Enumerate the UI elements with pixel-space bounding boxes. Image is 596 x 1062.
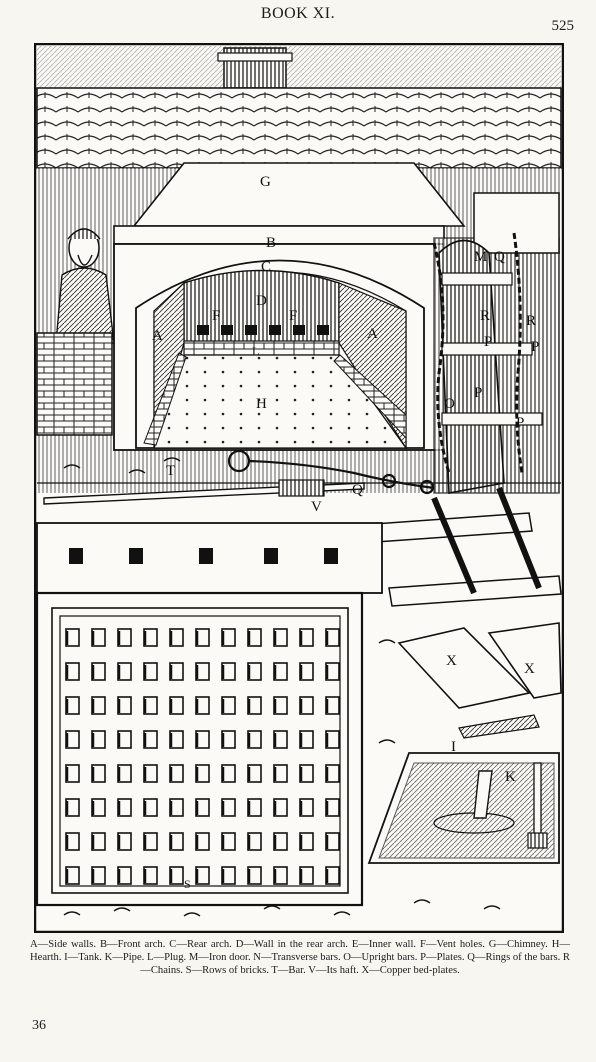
bar-haft	[278, 479, 325, 497]
iron-door	[432, 192, 560, 494]
copper-plate-1	[397, 627, 531, 709]
label-R-1: R	[480, 308, 490, 324]
label-O: O	[444, 396, 455, 412]
hood-cornice	[113, 225, 445, 245]
worker-figure	[55, 228, 115, 344]
running-head: BOOK XI.	[260, 5, 336, 22]
copper-plate-2	[487, 622, 562, 699]
furnace-woodcut-svg: G B C D F F A A L H M Q R R P P O P P T …	[34, 43, 564, 933]
label-D: D	[256, 293, 267, 309]
chain-with-rings	[227, 449, 435, 495]
label-A-left: A	[152, 328, 163, 344]
sky	[37, 46, 561, 94]
label-K: K	[505, 769, 516, 785]
tank-plug	[533, 762, 542, 839]
page-number: 525	[551, 18, 575, 34]
figure-caption: A—Side walls. B—Front arch. C—Rear arch.…	[30, 939, 570, 977]
chimney-hood	[132, 162, 466, 227]
label-P-4: P	[516, 415, 524, 431]
label-I: I	[451, 739, 456, 755]
label-C: C	[261, 259, 271, 275]
label-X-1: X	[446, 653, 457, 669]
label-A-right: A	[367, 326, 378, 342]
label-M: M	[474, 249, 487, 265]
plug-head	[527, 832, 548, 849]
label-R-2: R	[526, 313, 536, 329]
label-G: G	[260, 174, 271, 190]
label-S: S	[184, 877, 191, 891]
vent-holes	[197, 325, 329, 335]
label-V: V	[311, 499, 322, 515]
label-X-2: X	[524, 661, 535, 677]
ground-debris	[63, 457, 501, 917]
rows-of-bricks	[59, 615, 341, 887]
label-P-1: P	[484, 334, 492, 350]
label-F-right: F	[289, 308, 297, 324]
label-P-3: P	[474, 385, 482, 401]
inner-wall	[183, 340, 340, 356]
hearth-brick-row-left	[143, 352, 187, 446]
label-F-left: F	[212, 308, 220, 324]
label-T: T	[166, 463, 175, 479]
page-header: BOOK XI. 525	[0, 0, 596, 40]
hearth-brick-row-right	[333, 354, 407, 440]
woodcut-illustration: G B C D F F A A L H M Q R R P P O P P T …	[34, 43, 564, 933]
label-L: L	[252, 344, 259, 358]
top-windows	[69, 548, 338, 564]
label-B: B	[266, 235, 276, 251]
tank-water	[378, 762, 555, 859]
pipe-on-ground	[458, 714, 540, 739]
label-Q-ring: Q	[352, 482, 363, 498]
label-P-2: P	[531, 339, 539, 355]
signature-mark: 36	[32, 1018, 46, 1033]
label-Q-door: Q	[494, 249, 505, 265]
tiled-roof	[36, 87, 562, 169]
upright-bars	[431, 486, 542, 595]
brick-pedestal	[36, 332, 113, 436]
chimney-cap	[217, 52, 293, 62]
label-H: H	[256, 396, 267, 412]
tank-pipe	[473, 770, 493, 819]
